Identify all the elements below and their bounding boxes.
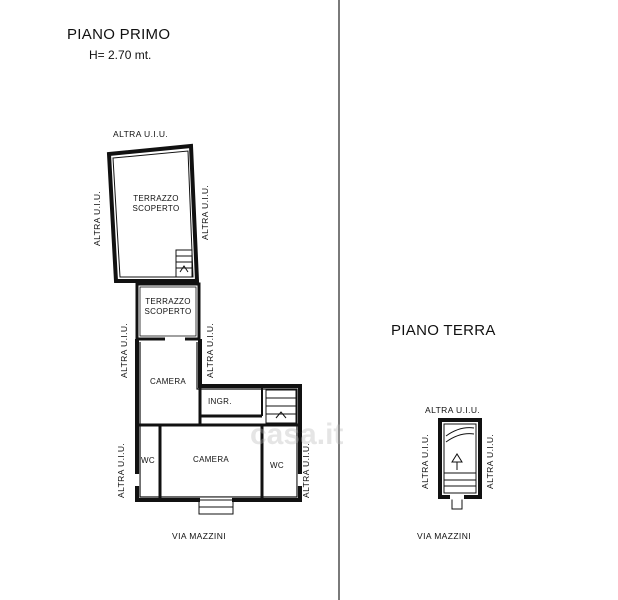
- neighbor-label-left-mid: ALTRA U.I.U.: [119, 322, 129, 378]
- room-entry: INGR.: [208, 397, 232, 406]
- ground-neighbor-top: ALTRA U.I.U.: [425, 405, 481, 415]
- ground-neighbor-right: ALTRA U.I.U.: [485, 433, 495, 489]
- terrace-upper-label: TERRAZZO SCOPERTO: [132, 194, 180, 213]
- room-camera-2: CAMERA: [193, 455, 230, 464]
- height-note: H= 2.70 mt.: [89, 48, 152, 62]
- ground-floor-title: PIANO TERRA: [391, 322, 496, 339]
- stair-icon: [175, 249, 193, 278]
- internal-stair: [265, 389, 297, 424]
- apartment-walls: [135, 339, 302, 502]
- door-marks: [134, 336, 303, 515]
- first-floor-title: PIANO PRIMO: [67, 26, 171, 43]
- watermark: casa.it: [250, 418, 344, 451]
- upper-terrace-inner: [112, 150, 194, 278]
- street-label-ground-floor: VIA MAZZINI: [417, 531, 471, 541]
- ground-neighbor-left: ALTRA U.I.U.: [420, 433, 430, 489]
- neighbor-label-left-low: ALTRA U.I.U.: [116, 442, 126, 498]
- neighbor-label-right-mid: ALTRA U.I.U.: [205, 322, 215, 378]
- room-camera-1: CAMERA: [150, 377, 187, 386]
- neighbor-label-right-upper: ALTRA U.I.U.: [200, 184, 210, 240]
- apartment-inner-walls: [137, 342, 300, 500]
- terrace-lower-label: TERRAZZO SCOPERTO: [144, 297, 192, 316]
- street-label-first-floor: VIA MAZZINI: [172, 531, 226, 541]
- upper-terrace-walls: [106, 143, 200, 283]
- neighbor-label-top: ALTRA U.I.U.: [113, 129, 169, 139]
- room-wc-left: WC: [141, 456, 155, 465]
- ground-floor-stair: [443, 423, 477, 510]
- room-wc-right: WC: [270, 461, 284, 470]
- neighbor-label-left-upper: ALTRA U.I.U.: [92, 190, 102, 246]
